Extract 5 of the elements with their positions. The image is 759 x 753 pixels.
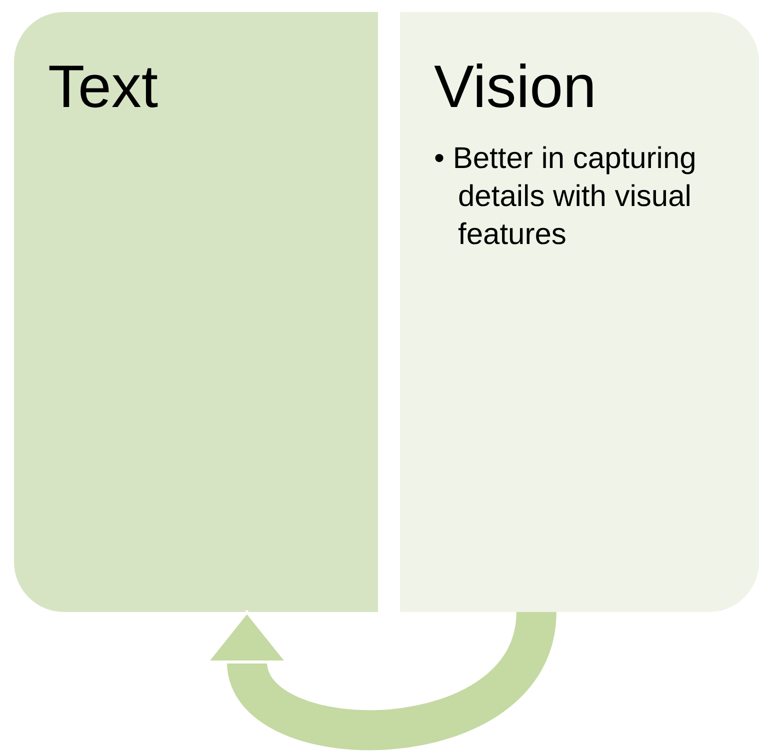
panel-heading: Vision [434, 52, 596, 122]
content-panel [400, 12, 759, 612]
bullet-text: • Better in capturing details with visual features [434, 141, 698, 253]
panel-heading: Text [48, 52, 158, 122]
content-panel [14, 12, 378, 612]
